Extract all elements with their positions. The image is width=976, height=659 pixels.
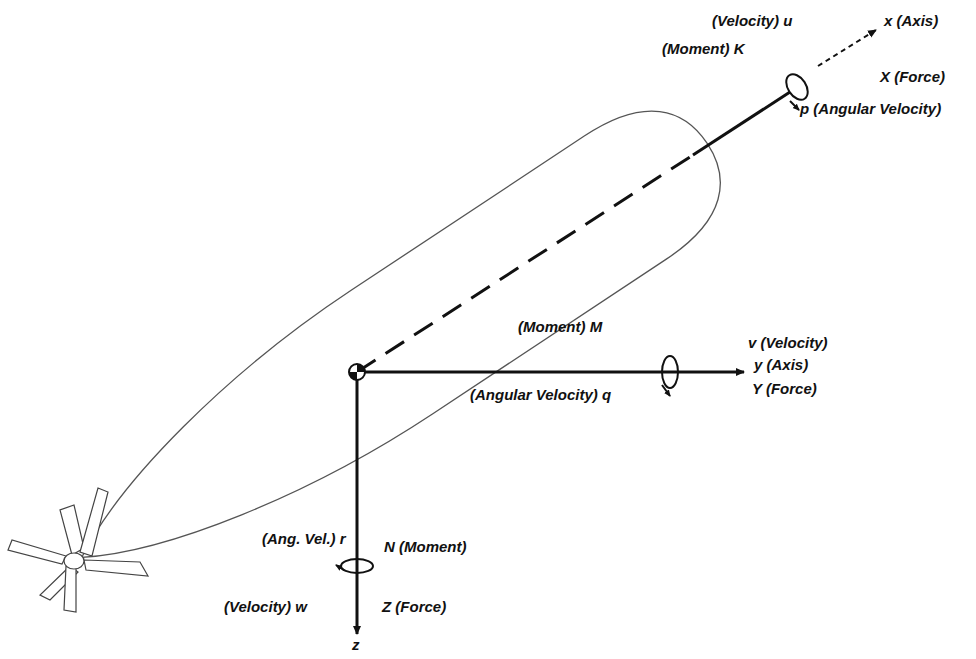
axis-label: (Moment) M	[518, 318, 602, 336]
axis-label: (Velocity) w	[224, 598, 307, 616]
x-axis-hidden	[357, 155, 693, 372]
axis-label: v (Velocity)	[748, 334, 827, 352]
axis-label: x (Axis)	[884, 12, 938, 30]
hull-outline	[41, 82, 748, 619]
yaw-arrow	[336, 559, 373, 573]
x-axis	[693, 92, 790, 155]
axis-label: (Velocity) u	[712, 12, 792, 30]
axis-label: p (Angular Velocity)	[800, 100, 941, 118]
x-axis-arrow	[818, 30, 876, 66]
axis-label: N (Moment)	[384, 538, 467, 556]
pitch-arrow	[662, 356, 678, 396]
axis-label: X (Force)	[880, 68, 945, 86]
axis-label: Z (Force)	[382, 598, 446, 616]
axis-label: y (Axis)	[754, 356, 808, 374]
axis-label: (Moment) K	[662, 40, 745, 58]
y-axis	[357, 371, 744, 374]
propeller	[8, 488, 148, 612]
axis-label: (Angular Velocity) q	[470, 386, 611, 404]
axis-label: Y (Force)	[752, 380, 817, 398]
z-axis	[356, 372, 359, 634]
cg-symbol	[349, 364, 365, 380]
axis-label: z	[352, 636, 360, 654]
axis-label: (Ang. Vel.) r	[262, 530, 346, 548]
